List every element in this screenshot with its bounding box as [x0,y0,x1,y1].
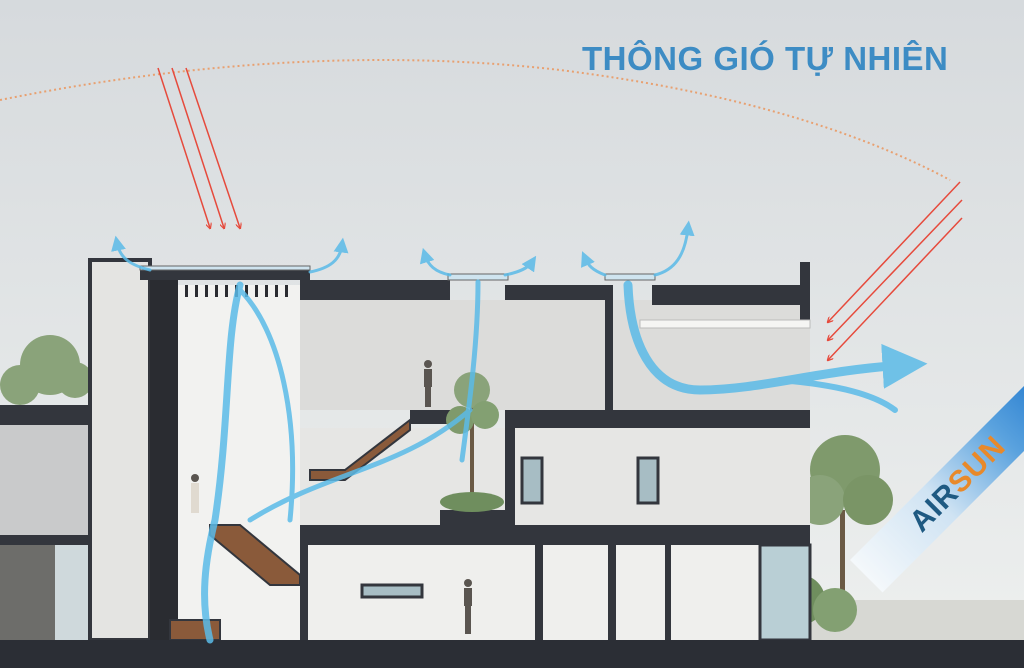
overhang [639,319,811,329]
roof-slab-2 [300,280,450,300]
left-glass [55,545,90,640]
planter-slab [440,510,505,525]
left-upper-wall [0,425,90,535]
column-5 [608,545,616,640]
middle-interior [300,428,810,525]
left-floor-slab [0,535,90,545]
roof-garden-slab [0,405,90,425]
shaft-wall [150,280,178,640]
base-slab [0,640,1024,668]
column-1 [505,410,515,525]
glass-front [758,543,812,642]
sun-ray-arrows [157,67,963,360]
roof-slab-4 [652,285,810,305]
windows [360,456,660,599]
first-floor-slab [300,525,810,545]
stair-tower [88,258,152,642]
sun-path-arc [0,59,951,181]
roof-slab-3 [505,285,610,300]
void-space [178,285,300,640]
roof-parapet [800,262,810,322]
column-4 [535,545,543,640]
column-3 [300,525,308,640]
diagram-title: THÔNG GIÓ TỰ NHIÊN [582,40,949,77]
tree-left [0,335,93,405]
upper-interior [300,300,810,410]
column-2 [605,285,613,410]
column-6 [665,545,671,640]
roof-slab-1 [140,270,310,280]
person [191,360,472,634]
second-floor-slab [505,410,810,428]
airflow-arrows [111,220,928,644]
stone-wall [0,545,55,640]
